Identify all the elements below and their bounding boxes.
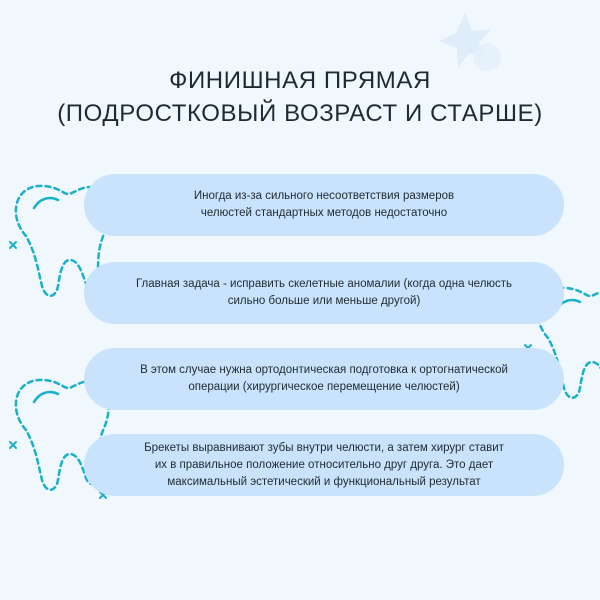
step-card-1: Иногда из-за сильного несоответствия раз… bbox=[84, 174, 564, 236]
title-line-1: ФИНИШНАЯ ПРЯМАЯ bbox=[169, 67, 431, 94]
step-card-3: В этом случае нужна ортодонтическая подг… bbox=[84, 348, 564, 410]
cross-sparkle-icon bbox=[9, 241, 17, 249]
title-line-2: (ПОДРОСТКОВЫЙ ВОЗРАСТ И СТАРШЕ) bbox=[57, 100, 543, 127]
step-text: Главная задача - исправить скелетные ано… bbox=[135, 278, 513, 307]
cross-sparkle-icon bbox=[9, 441, 17, 449]
step-text: Брекеты выравнивают зубы внутри челюсти,… bbox=[144, 441, 504, 488]
page-title: ФИНИШНАЯ ПРЯМАЯ (ПОДРОСТКОВЫЙ ВОЗРАСТ И … bbox=[0, 64, 600, 130]
step-text: В этом случае нужна ортодонтическая подг… bbox=[140, 364, 508, 393]
step-card-4: Брекеты выравнивают зубы внутри челюсти,… bbox=[84, 434, 564, 496]
step-card-2: Главная задача - исправить скелетные ано… bbox=[84, 262, 564, 324]
step-text: Иногда из-за сильного несоответствия раз… bbox=[193, 190, 455, 219]
